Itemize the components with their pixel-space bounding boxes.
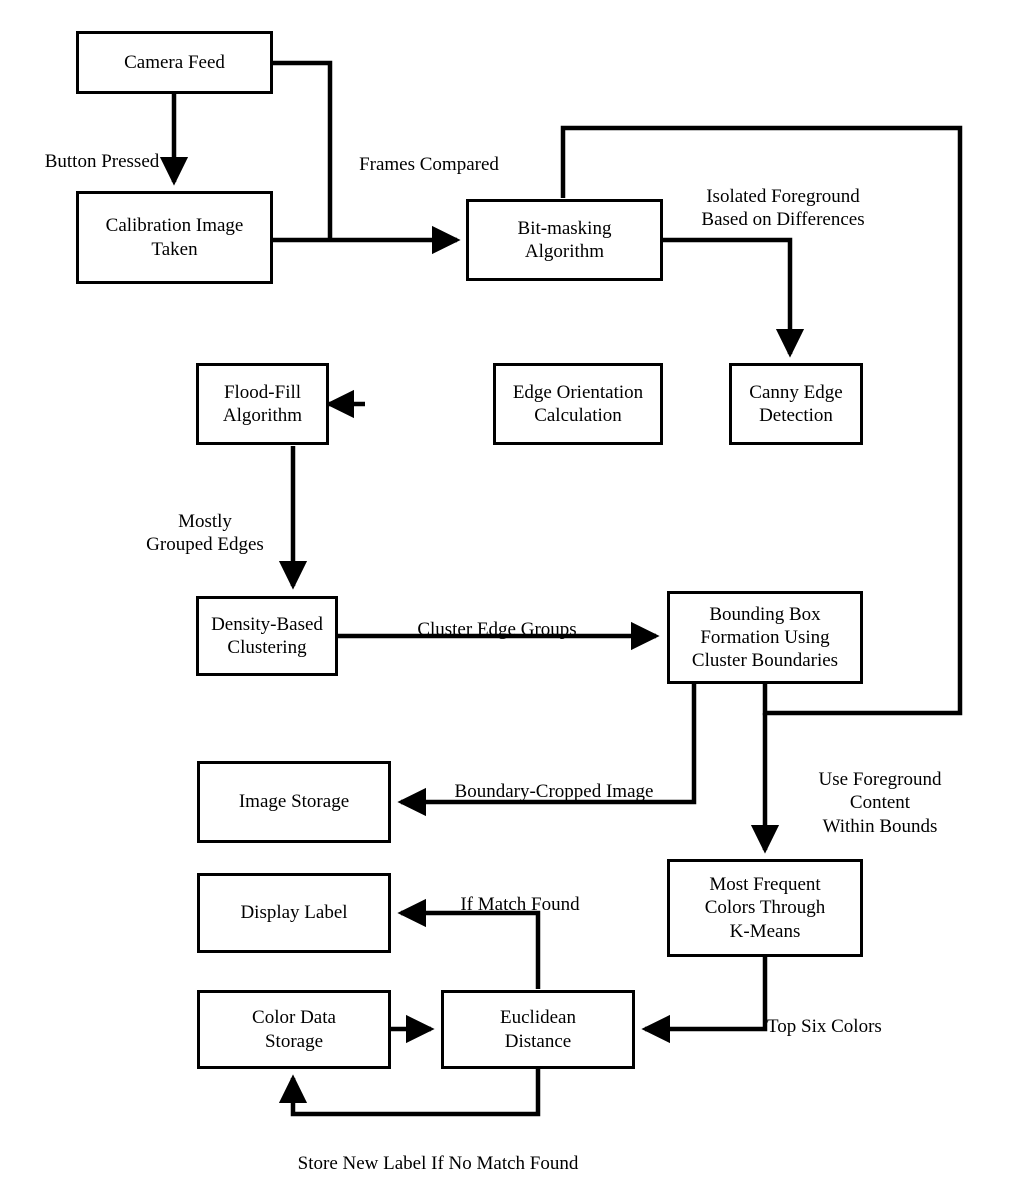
edge-euclidean-to-displaylabel <box>397 898 541 989</box>
edge-label-use-foreground-content: Use Foreground Content Within Bounds <box>818 769 942 837</box>
edge-camera-feed-to-bitmasking <box>273 60 333 240</box>
node-camera-feed[interactable]: Camera Feed <box>76 31 273 94</box>
node-bit-masking-algorithm[interactable]: Bit-masking Algorithm <box>466 199 663 281</box>
edge-label-mostly-grouped-edges: Mostly Grouped Edges <box>146 511 264 556</box>
edge-label-boundary-cropped-image: Boundary-Cropped Image <box>454 781 654 803</box>
edge-label-button-pressed: Button Pressed <box>44 151 160 173</box>
node-flood-fill-algorithm[interactable]: Flood-Fill Algorithm <box>196 363 329 445</box>
node-most-frequent-colors-kmeans-label: Most Frequent Colors Through K-Means <box>704 874 826 942</box>
node-display-label[interactable]: Display Label <box>197 873 391 953</box>
node-calibration-image-taken-label: Calibration Image Taken <box>105 215 244 260</box>
node-euclidean-distance[interactable]: Euclidean Distance <box>441 990 635 1069</box>
node-euclidean-distance-label: Euclidean Distance <box>500 1007 576 1052</box>
node-color-data-storage-label: Color Data Storage <box>252 1007 336 1052</box>
edge-boundingbox-to-imagestorage <box>397 684 697 817</box>
node-edge-orientation-calculation-label: Edge Orientation Calculation <box>512 381 644 426</box>
node-calibration-image-taken[interactable]: Calibration Image Taken <box>76 191 273 284</box>
node-density-based-clustering-label: Density-Based Clustering <box>211 613 323 658</box>
edge-boundingbox-to-bitmasking-feedback <box>560 125 963 716</box>
edge-label-top-six-colors: Top Six Colors <box>767 1016 882 1038</box>
edge-label-frames-compared: Frames Compared <box>359 154 499 176</box>
node-edge-orientation-calculation[interactable]: Edge Orientation Calculation <box>493 363 663 445</box>
edge-label-store-new-label: Store New Label If No Match Found <box>297 1153 579 1175</box>
edge-euclidean-to-colorstorage <box>278 1069 541 1117</box>
node-display-label-label: Display Label <box>240 902 348 924</box>
edge-label-isolated-foreground: Isolated Foreground Based on Differences <box>701 186 865 231</box>
node-bounding-box-formation-label: Bounding Box Formation Using Cluster Bou… <box>691 603 839 672</box>
edge-bitmasking-to-canny <box>663 237 805 358</box>
node-most-frequent-colors-kmeans[interactable]: Most Frequent Colors Through K-Means <box>667 859 863 957</box>
node-canny-edge-detection[interactable]: Canny Edge Detection <box>729 363 863 445</box>
edge-label-if-match-found: If Match Found <box>460 894 580 916</box>
node-bounding-box-formation[interactable]: Bounding Box Formation Using Cluster Bou… <box>667 591 863 684</box>
node-flood-fill-algorithm-label: Flood-Fill Algorithm <box>222 381 303 426</box>
edge-label-cluster-edge-groups: Cluster Edge Groups <box>417 619 577 641</box>
node-image-storage[interactable]: Image Storage <box>197 761 391 843</box>
node-density-based-clustering[interactable]: Density-Based Clustering <box>196 596 338 676</box>
node-bit-masking-algorithm-label: Bit-masking Algorithm <box>517 217 612 262</box>
node-image-storage-label: Image Storage <box>238 791 350 813</box>
node-canny-edge-detection-label: Canny Edge Detection <box>749 381 843 426</box>
node-camera-feed-label: Camera Feed <box>124 51 225 73</box>
node-color-data-storage[interactable]: Color Data Storage <box>197 990 391 1069</box>
edge-kmeans-to-euclidean <box>641 957 768 1044</box>
